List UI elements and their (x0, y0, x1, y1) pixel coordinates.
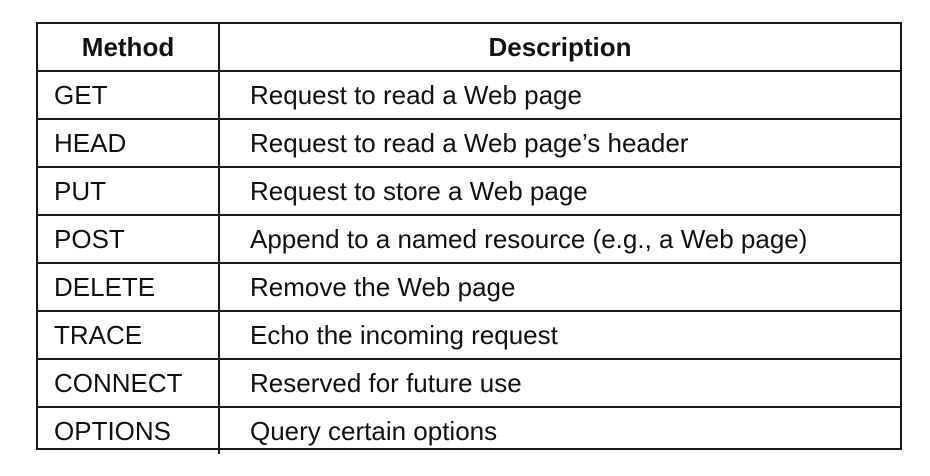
method-cell: TRACE (38, 310, 220, 360)
table-row: PUT Request to store a Web page (38, 166, 900, 216)
method-cell: DELETE (38, 262, 220, 312)
method-cell: PUT (38, 166, 220, 216)
http-methods-table: Method Description GET Request to read a… (38, 24, 900, 454)
header-method: Method (38, 24, 220, 72)
method-cell: OPTIONS (38, 406, 220, 454)
method-cell: GET (38, 70, 220, 120)
table-row: TRACE Echo the incoming request (38, 310, 900, 360)
table-row: DELETE Remove the Web page (38, 262, 900, 312)
header-description: Description (218, 24, 900, 72)
description-cell: Request to read a Web page’s header (218, 118, 900, 168)
description-cell: Request to read a Web page (218, 70, 900, 120)
table-header-row: Method Description (38, 24, 900, 72)
table-row: OPTIONS Query certain options (38, 406, 900, 454)
description-cell: Remove the Web page (218, 262, 900, 312)
table-row: GET Request to read a Web page (38, 70, 900, 120)
table-row: HEAD Request to read a Web page’s header (38, 118, 900, 168)
description-cell: Append to a named resource (e.g., a Web … (218, 214, 900, 264)
table-row: CONNECT Reserved for future use (38, 358, 900, 408)
description-cell: Request to store a Web page (218, 166, 900, 216)
description-cell: Query certain options (218, 406, 900, 454)
description-cell: Echo the incoming request (218, 310, 900, 360)
method-cell: CONNECT (38, 358, 220, 408)
method-cell: HEAD (38, 118, 220, 168)
description-cell: Reserved for future use (218, 358, 900, 408)
table-row: POST Append to a named resource (e.g., a… (38, 214, 900, 264)
method-cell: POST (38, 214, 220, 264)
http-methods-table-container: Method Description GET Request to read a… (36, 22, 902, 454)
